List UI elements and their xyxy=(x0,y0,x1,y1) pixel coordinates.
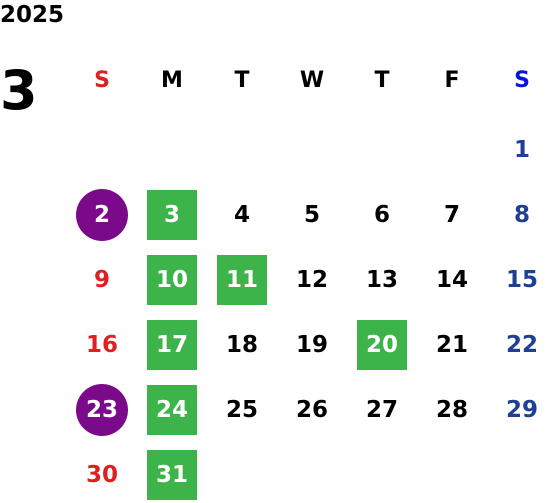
day-cell[interactable]: 25 xyxy=(225,397,258,423)
day-cell[interactable]: 31 xyxy=(147,450,197,500)
day-cell[interactable]: 8 xyxy=(513,202,530,228)
day-cell[interactable]: 14 xyxy=(435,267,468,293)
day-cell[interactable]: 21 xyxy=(435,332,468,358)
day-cell[interactable]: 16 xyxy=(85,332,118,358)
year-label: 2025 xyxy=(0,2,65,28)
day-cell[interactable]: 22 xyxy=(505,332,538,358)
day-cell[interactable]: 11 xyxy=(217,255,267,305)
day-cell[interactable]: 10 xyxy=(147,255,197,305)
day-cell[interactable]: 24 xyxy=(147,385,197,435)
day-cell[interactable]: 15 xyxy=(505,267,538,293)
weekday-sunday: S xyxy=(94,68,110,93)
day-cell[interactable]: 6 xyxy=(373,202,390,228)
day-cell[interactable]: 27 xyxy=(365,397,398,423)
weekday-wednesday: W xyxy=(299,68,325,93)
weekday-saturday: S xyxy=(514,68,530,93)
day-cell[interactable]: 26 xyxy=(295,397,328,423)
day-cell[interactable]: 13 xyxy=(365,267,398,293)
weekday-monday: M xyxy=(161,68,183,93)
weekday-thursday: T xyxy=(374,68,390,93)
weekday-friday: F xyxy=(444,68,460,93)
day-cell[interactable]: 29 xyxy=(505,397,538,423)
day-cell[interactable]: 7 xyxy=(443,202,460,228)
day-cell[interactable]: 2 xyxy=(76,189,128,241)
day-cell[interactable]: 5 xyxy=(303,202,320,228)
day-cell[interactable]: 20 xyxy=(357,320,407,370)
day-cell[interactable]: 30 xyxy=(85,462,118,488)
month-label: 3 xyxy=(0,59,38,122)
day-cell[interactable]: 23 xyxy=(76,384,128,436)
day-cell[interactable]: 1 xyxy=(513,137,530,163)
day-cell[interactable]: 18 xyxy=(225,332,258,358)
day-cell[interactable]: 17 xyxy=(147,320,197,370)
day-cell[interactable]: 9 xyxy=(93,267,110,293)
day-cell[interactable]: 3 xyxy=(147,190,197,240)
weekday-tuesday: T xyxy=(234,68,250,93)
day-cell[interactable]: 12 xyxy=(295,267,328,293)
day-cell[interactable]: 19 xyxy=(295,332,328,358)
day-cell[interactable]: 28 xyxy=(435,397,468,423)
day-cell[interactable]: 4 xyxy=(233,202,250,228)
